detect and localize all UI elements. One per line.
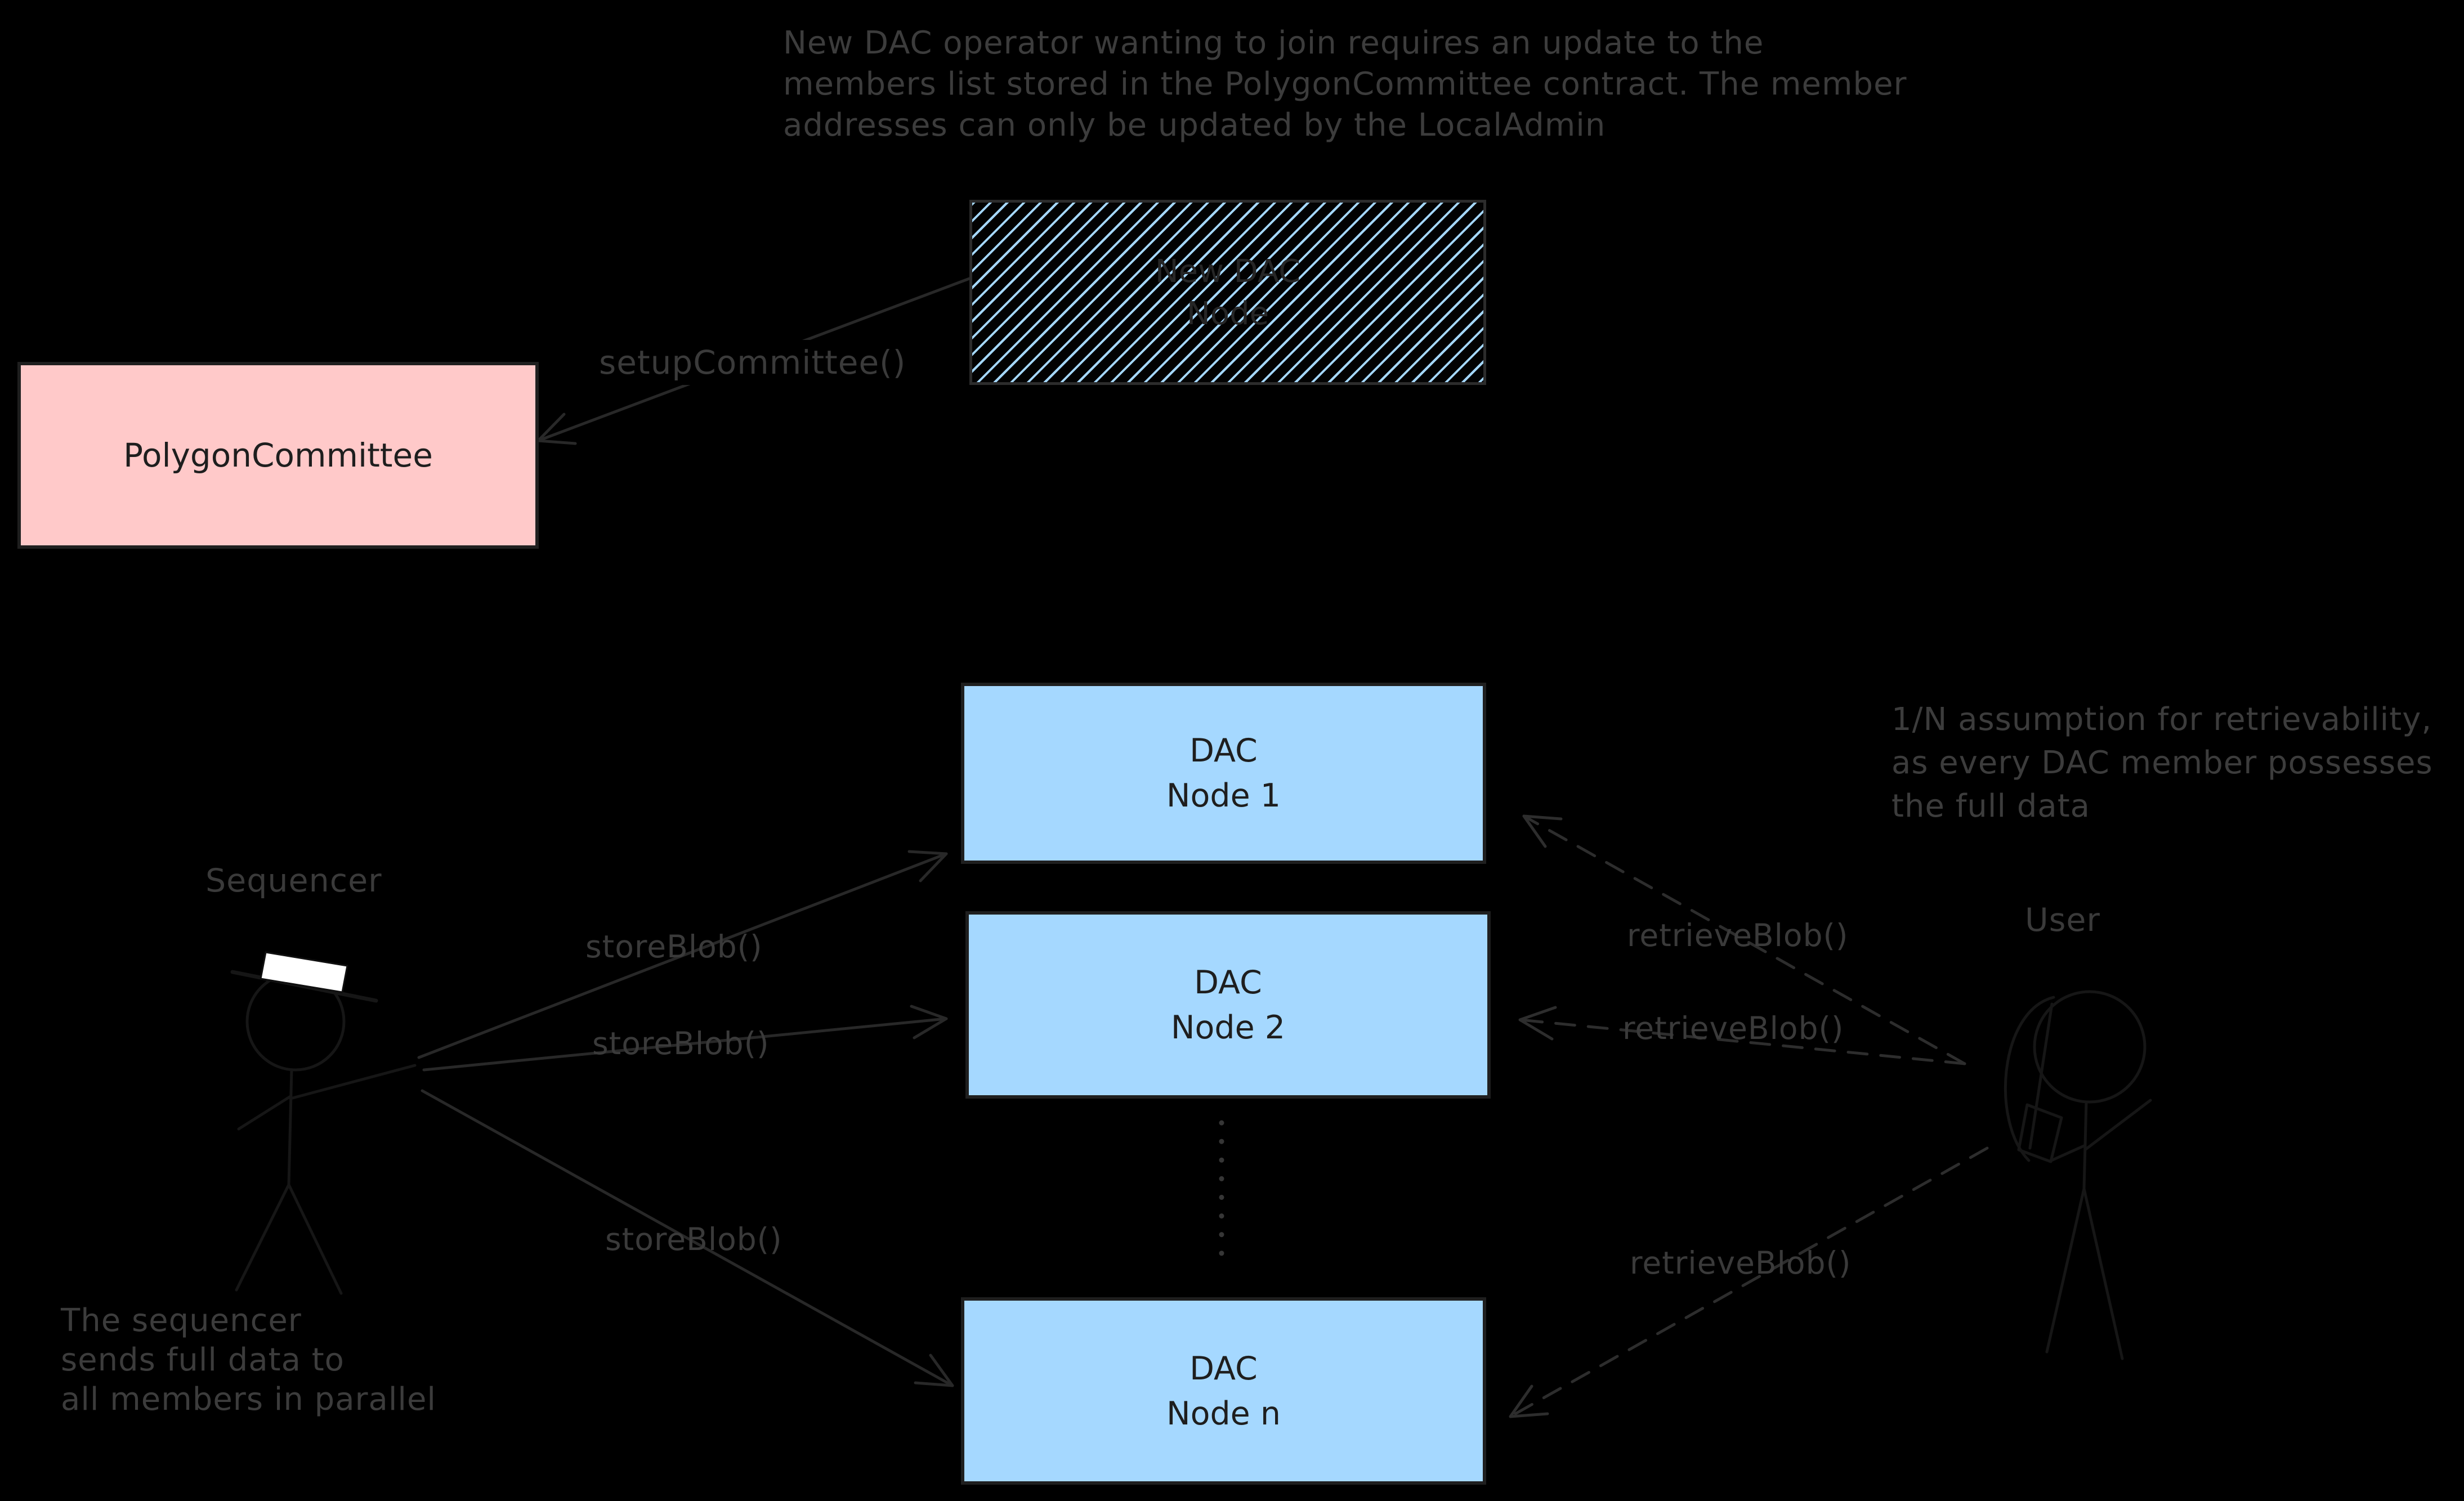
retrieve-blob-label-2: retrieveBlob() [1622,1010,1844,1046]
retrieve-blob-label-1: retrieveBlob() [1627,917,1849,953]
new-dac-node-label-line1: New DAC [1155,253,1301,290]
retrievability-note: 1/N assumption for retrievability, as ev… [1891,698,2433,828]
user-bag-strap [2028,1002,2054,1150]
sequencer-figure [230,951,417,1295]
new-dac-node-box: New DAC Node [969,200,1486,385]
retrievability-note-line: 1/N assumption for retrievability, [1891,701,2432,738]
store-blob-label-2: storeBlob() [592,1025,770,1061]
sequencer-label: Sequencer [205,862,382,899]
sequencer-note-line: The sequencer [61,1302,302,1339]
user-legs [2045,1187,2124,1360]
setup-committee-label: setupCommittee() [591,340,914,385]
dac-node-n-label-line2: Node n [1166,1395,1281,1432]
sequencer-arm-right [289,1064,417,1100]
store-blob-arrow-3 [421,1089,954,1387]
new-dac-node-label-line2: Node [1186,295,1269,332]
retrievability-note-line: as every DAC member possesses [1891,745,2433,781]
sequencer-hat-top [260,951,348,993]
user-bag [2017,1103,2063,1163]
store-blob-label-1: storeBlob() [585,929,763,965]
top-note-line: New DAC operator wanting to join require… [783,25,1764,61]
dac-node-1-label-line1: DAC [1189,732,1258,769]
dac-node-n-box: DAC Node n [961,1297,1486,1485]
dac-node-n-label-line1: DAC [1189,1350,1258,1387]
sequencer-arm-left [237,1095,292,1131]
retrieve-blob-label-3: retrieveBlob() [1630,1245,1852,1281]
dac-node-2-label-line2: Node 2 [1170,1009,1286,1046]
retrieve-blob-arrow-1 [1522,814,1966,1065]
retrieve-blob-arrow-2 [1518,1006,1966,1065]
retrievability-note-line: the full data [1891,788,2090,825]
user-hood [2004,996,2055,1162]
top-note: New DAC operator wanting to join require… [783,23,1907,146]
top-note-line: addresses can only be updated by the Loc… [783,107,1606,144]
sequencer-note: The sequencer sends full data to all mem… [61,1301,436,1419]
dac-node-2-label-line1: DAC [1194,964,1262,1001]
sequencer-legs [235,1183,343,1295]
store-blob-label-3: storeBlob() [605,1221,782,1257]
user-figure [2004,990,2152,1360]
top-note-line: members list stored in the PolygonCommit… [783,66,1907,102]
user-label: User [2025,902,2100,939]
polygon-committee-label: PolygonCommittee [123,436,433,474]
dac-node-1-label-line2: Node 1 [1166,777,1281,814]
dac-node-1-box: DAC Node 1 [961,683,1486,864]
user-head [2033,990,2147,1104]
store-blob-arrow-1 [417,850,948,1059]
sequencer-note-line: all members in parallel [61,1381,436,1418]
dac-node-2-box: DAC Node 2 [965,911,1491,1099]
user-arm-left [2050,1144,2087,1162]
sequencer-body [287,1068,293,1186]
sequencer-note-line: sends full data to [61,1342,345,1378]
polygon-committee-box: PolygonCommittee [17,362,539,549]
retrieve-blob-arrow-3 [1509,1146,1989,1418]
store-blob-arrow-2 [422,1005,948,1072]
user-arm-right [2084,1099,2152,1151]
